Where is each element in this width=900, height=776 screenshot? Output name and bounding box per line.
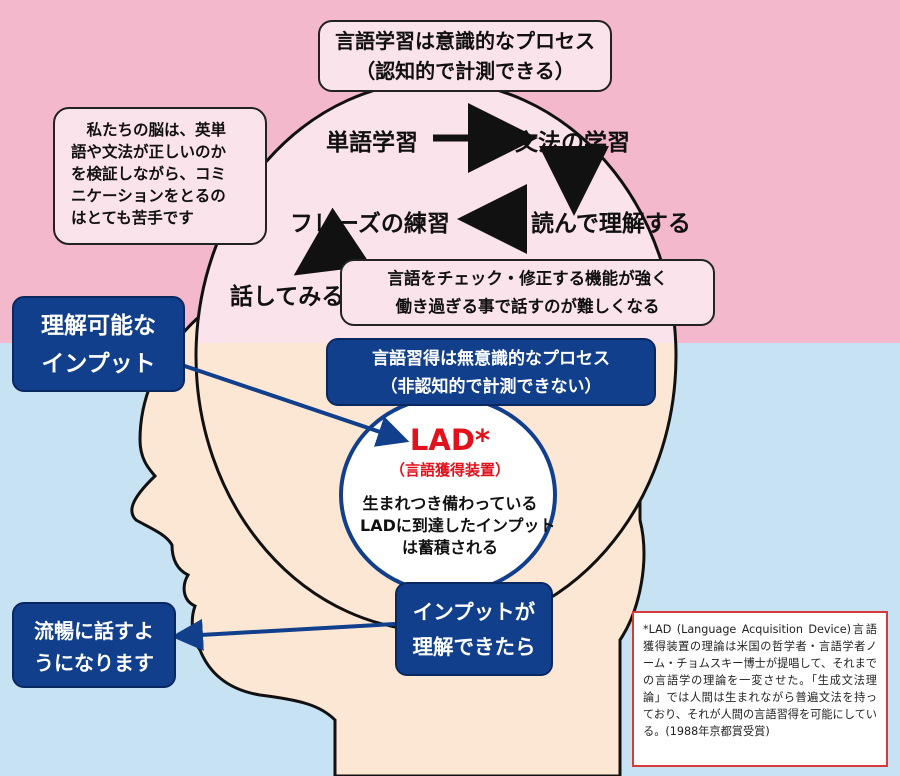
lad-subtitle: （言語獲得装置） — [389, 461, 510, 479]
unconscious-acquisition-line2: （非認知的で計測できない） — [380, 377, 602, 397]
lad-line3: は蓄積される — [401, 538, 498, 557]
lad-title: LAD* — [409, 423, 491, 457]
comprehensible-input-line2: インプット — [41, 351, 156, 377]
step-word-study: 単語学習 — [326, 130, 418, 156]
arrow-understood-to-fluent — [171, 618, 396, 651]
arrow-input-to-lad — [151, 353, 410, 447]
step-phrase-practice: フレーズの練習 — [290, 211, 450, 237]
input-understood-box: インプットが 理解できたら — [395, 582, 553, 676]
unconscious-acquisition-box: 言語習得は無意識的なプロセス （非認知的で計測できない） — [326, 338, 656, 406]
brain-note-line3: を検証しながら、コミ — [71, 165, 227, 183]
step-grammar-study: 文法の学習 — [515, 130, 630, 156]
over-checking-box: 言語をチェック・修正する機能が強く 働き過ぎる事で話すのが難しくなる — [340, 259, 715, 326]
speak-fluently-line2: うになります — [34, 651, 154, 675]
brain-note-line5: はとても苦手です — [71, 209, 194, 227]
input-understood-line2: 理解できたら — [412, 635, 536, 659]
comprehensible-input-line1: 理解可能な — [41, 313, 156, 339]
conscious-learning-box: 言語学習は意識的なプロセス （認知的で計測できる） — [318, 20, 612, 92]
brain-note-line1: 私たちの脳は、英単 — [71, 121, 227, 139]
brain-note-box: 私たちの脳は、英単 語や文法が正しいのか を検証しながら、コミ ニケーションをと… — [53, 107, 267, 245]
speak-fluently-box: 流暢に話すよ うになります — [12, 602, 176, 688]
step-try-speaking: 話してみる — [230, 284, 345, 310]
over-checking-line1: 言語をチェック・修正する機能が強く — [387, 269, 668, 288]
brain-note-line2: 語や文法が正しいのか — [71, 143, 227, 161]
speak-fluently-line1: 流暢に話すよ — [34, 619, 154, 643]
lad-footnote: *LAD (Language Acquisition Device)言語獲得装置… — [632, 611, 888, 767]
conscious-learning-line2: （認知的で計測できる） — [355, 59, 575, 83]
arrow-phrase-to-speak — [293, 207, 372, 276]
lad-line2: LADに到達したインプット — [360, 516, 556, 535]
lad-line1: 生まれつき備わっている — [362, 494, 538, 513]
brain-note-line4: ニケーションをとるの — [71, 187, 226, 205]
comprehensible-input-box: 理解可能な インプット — [12, 296, 185, 392]
step-read-understand: 読んで理解する — [531, 211, 691, 237]
conscious-learning-line1: 言語学習は意識的なプロセス — [335, 29, 595, 53]
input-understood-line1: インプットが — [412, 600, 536, 624]
over-checking-line2: 働き過ぎる事で話すのが難しくなる — [395, 297, 660, 316]
unconscious-acquisition-line1: 言語習得は無意識的なプロセス — [372, 349, 610, 369]
